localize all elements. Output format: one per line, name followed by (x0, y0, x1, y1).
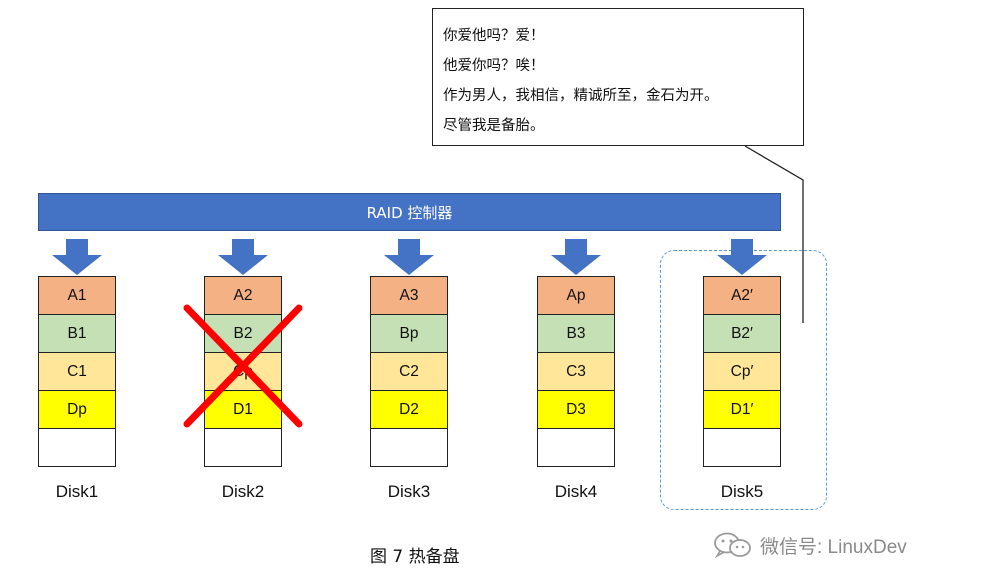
stripe-block: A2′ (703, 276, 781, 315)
disk-stack: A2′B2′Cp′D1′ (703, 276, 781, 467)
stripe-block: Bp (370, 314, 448, 353)
failure-cross-icon (183, 304, 303, 428)
callout-line: 他爱你吗？唉！ (443, 58, 545, 74)
raid-controller-bar: RAID 控制器 (38, 193, 781, 231)
stripe-block: A1 (38, 276, 116, 315)
figure-caption: 图 7 热备盘 (370, 547, 460, 567)
stripe-block (38, 428, 116, 467)
stripe-block: B2 (204, 314, 282, 353)
stripe-block (204, 428, 282, 467)
watermark-text: 微信号: LinuxDev (760, 536, 907, 558)
stripe-block (537, 428, 615, 467)
disk-label: Disk2 (221, 482, 265, 501)
stripe-block: D2 (370, 390, 448, 429)
callout-line: 作为男人，我相信，精诚所至，金石为开。 (443, 88, 719, 104)
stripe-block: B1 (38, 314, 116, 353)
disk-label: Disk5 (720, 482, 764, 501)
stripe-block: D1′ (703, 390, 781, 429)
down-arrow-icon (717, 239, 767, 275)
stripe-block (703, 428, 781, 467)
stripe-block: B2′ (703, 314, 781, 353)
stripe-block: C3 (537, 352, 615, 391)
stripe-block: Dp (38, 390, 116, 429)
disk-label: Disk3 (387, 482, 431, 501)
disk-label: Disk1 (55, 482, 99, 501)
down-arrow-icon (218, 239, 268, 275)
callout-line: 尽管我是备胎。 (443, 118, 545, 134)
watermark: 微信号: LinuxDev (712, 530, 907, 560)
down-arrow-icon (551, 239, 601, 275)
stripe-block: B3 (537, 314, 615, 353)
stripe-block: Cp′ (703, 352, 781, 391)
stripe-block: A3 (370, 276, 448, 315)
callout-line: 你爱他吗？爱！ (443, 28, 545, 44)
stripe-block: A2 (204, 276, 282, 315)
stripe-block (370, 428, 448, 467)
disk-label: Disk4 (554, 482, 598, 501)
stripe-block: D3 (537, 390, 615, 429)
stripe-block: C2 (370, 352, 448, 391)
callout-box: 你爱他吗？爱！ 他爱你吗？唉！ 作为男人，我相信，精诚所至，金石为开。 尽管我是… (432, 8, 804, 146)
raid-controller-label: RAID 控制器 (366, 203, 453, 222)
stripe-block: Ap (537, 276, 615, 315)
stripe-block: C1 (38, 352, 116, 391)
wechat-icon (714, 532, 751, 559)
down-arrow-icon (384, 239, 434, 275)
down-arrow-icon (52, 239, 102, 275)
